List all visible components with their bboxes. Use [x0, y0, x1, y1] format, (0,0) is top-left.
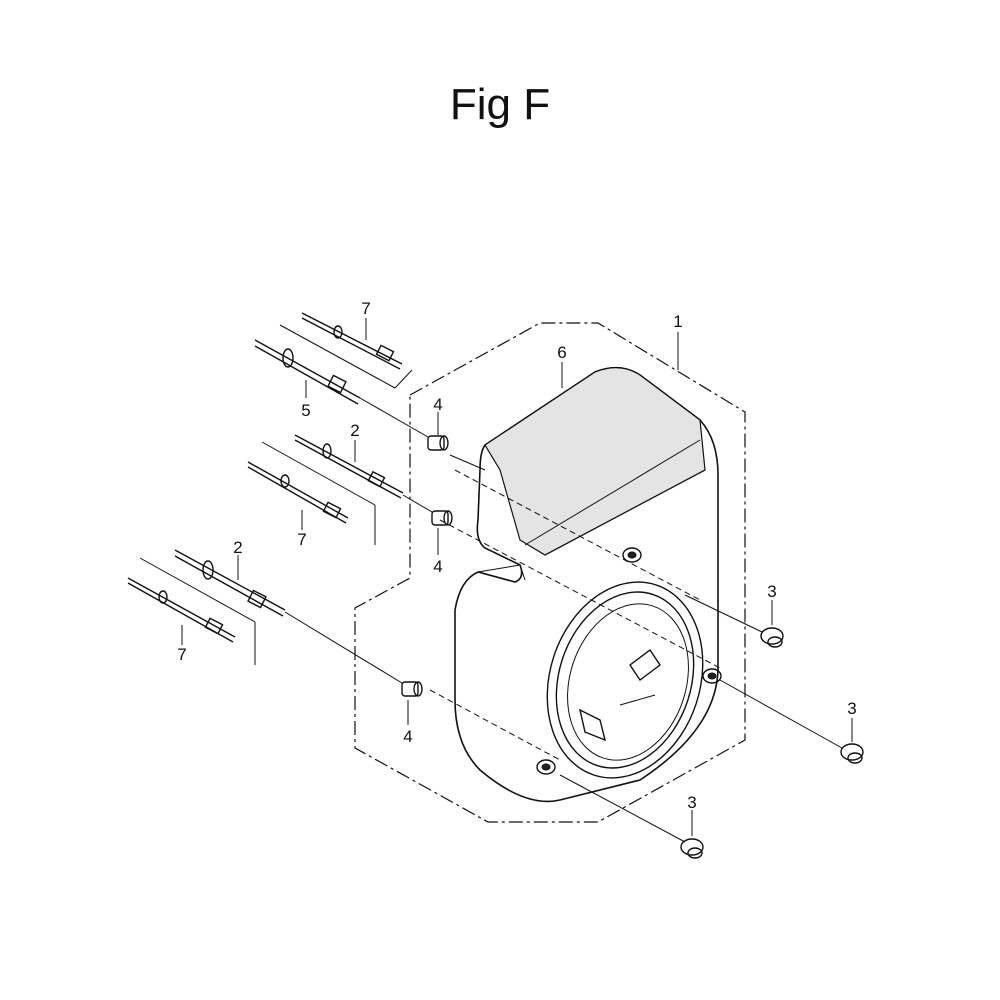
callout-5: 5	[301, 401, 310, 420]
bolt-2-lower	[139, 549, 286, 665]
nut-3-bottom	[680, 838, 704, 859]
leader-line	[449, 454, 486, 471]
callout-2-lower: 2	[233, 538, 242, 557]
bolt-7-middle	[247, 461, 349, 524]
leader-line	[559, 774, 686, 843]
callout-3-bottom: 3	[687, 793, 696, 812]
bolt-7-lower	[127, 577, 236, 643]
callout-4-top: 4	[433, 395, 442, 414]
collar-4-lower	[401, 681, 423, 697]
leader-line	[719, 679, 843, 749]
leader-line	[359, 397, 429, 438]
fan-cover-shroud	[429, 366, 722, 803]
leader-line	[684, 594, 763, 633]
callout-6: 6	[557, 343, 566, 362]
collar-4-middle	[431, 510, 453, 526]
callout-3-right: 3	[847, 699, 856, 718]
bolt-2-middle	[261, 434, 404, 545]
collar-4-top	[427, 435, 449, 451]
callout-7-lower: 7	[177, 645, 186, 664]
nut-3-right	[840, 743, 864, 764]
bolt-5	[254, 339, 361, 405]
leader-line	[402, 494, 433, 513]
figure-title: Fig F	[449, 80, 551, 129]
callout-7-top: 7	[361, 299, 370, 318]
callout-4-middle: 4	[433, 557, 442, 576]
nut-3-upper	[760, 627, 784, 648]
callout-7-middle: 7	[297, 530, 306, 549]
callout-4-lower: 4	[403, 727, 412, 746]
bolt-7-top	[279, 312, 413, 389]
leader-line	[284, 611, 403, 684]
callout-2-middle: 2	[350, 421, 359, 440]
assembly-boundary	[354, 322, 746, 823]
callout-3-upper: 3	[767, 582, 776, 601]
callout-1: 1	[673, 312, 682, 331]
